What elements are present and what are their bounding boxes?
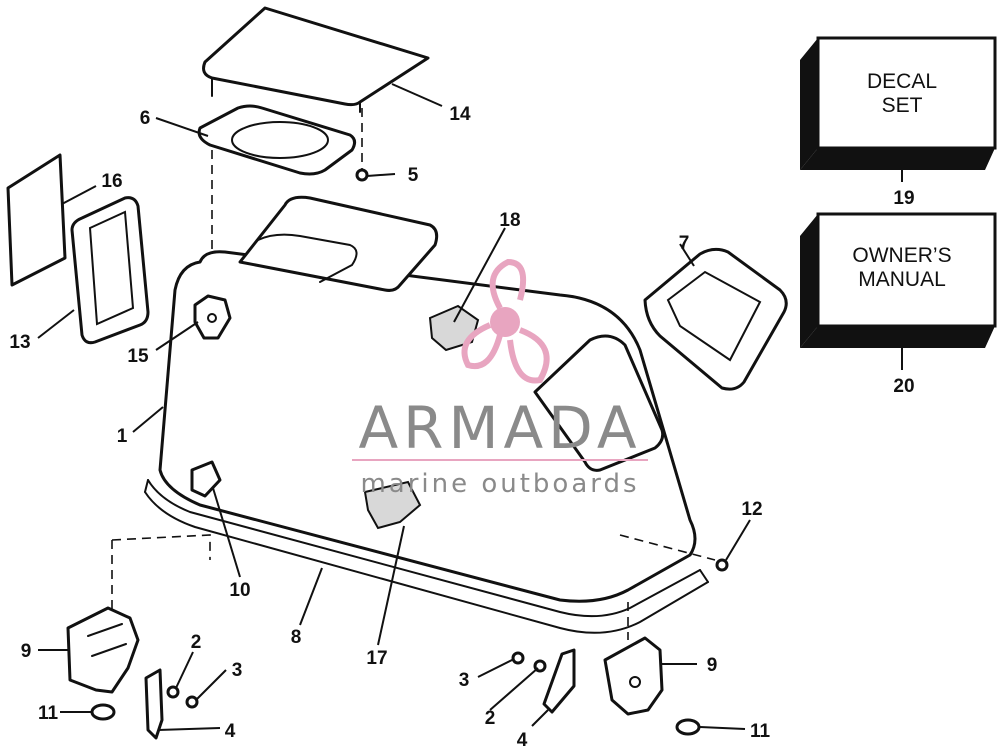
callout-19: 19 xyxy=(893,188,914,209)
rear-window xyxy=(643,247,788,391)
callout-9-right: 9 xyxy=(707,655,718,676)
callout-20: 20 xyxy=(893,376,914,397)
callout-17: 17 xyxy=(366,648,387,669)
top-vent-cover xyxy=(202,6,430,113)
callout-14: 14 xyxy=(449,104,471,125)
gasket-sheet xyxy=(6,153,67,287)
engine-cover xyxy=(144,195,709,634)
leader-lines xyxy=(37,83,903,731)
callout-15: 15 xyxy=(127,346,149,367)
callout-13: 13 xyxy=(9,332,30,353)
callout-11-right: 11 xyxy=(750,721,771,742)
callout-6: 6 xyxy=(140,108,151,129)
drain-plug-right xyxy=(675,718,701,736)
callout-9-left: 9 xyxy=(21,641,32,662)
side-grommet xyxy=(193,294,232,340)
callout-2-left: 2 xyxy=(191,632,202,653)
owners-manual-box xyxy=(800,212,997,348)
side-frame xyxy=(70,196,150,345)
decal-set-box xyxy=(800,36,997,170)
decal-set-line1: DECAL xyxy=(867,70,937,93)
watermark-tagline: marine outboards xyxy=(360,469,639,499)
callout-3-right: 3 xyxy=(459,670,470,691)
foam-patch-lower xyxy=(363,480,422,530)
callout-3-left: 3 xyxy=(232,660,243,681)
latch-grommet xyxy=(190,460,222,498)
callout-4-left: 4 xyxy=(225,721,236,742)
callout-1: 1 xyxy=(117,426,128,447)
callout-4-right: 4 xyxy=(517,730,528,750)
hardware-right xyxy=(511,648,576,714)
vent-plate xyxy=(197,104,357,176)
rear-screw xyxy=(715,558,729,572)
decal-set-line2: SET xyxy=(882,94,923,117)
drain-plug-left xyxy=(90,703,116,721)
callout-5: 5 xyxy=(408,165,419,186)
callout-11-left: 11 xyxy=(38,703,59,724)
callout-10: 10 xyxy=(229,580,250,601)
callout-12: 12 xyxy=(741,499,762,520)
callout-7: 7 xyxy=(679,233,690,254)
owners-manual-line1: OWNER’S xyxy=(852,244,951,267)
hardware-left xyxy=(144,668,199,740)
callout-16: 16 xyxy=(101,171,122,192)
propeller-icon xyxy=(461,258,550,384)
latch-bracket-right xyxy=(603,636,664,716)
watermark-brand: ARMADA xyxy=(358,394,641,462)
latch-bracket-left xyxy=(66,606,140,694)
owners-manual-line2: MANUAL xyxy=(858,268,946,291)
callout-2-right: 2 xyxy=(485,708,496,729)
vent-screw xyxy=(355,168,369,182)
callout-8: 8 xyxy=(291,627,302,648)
callout-18: 18 xyxy=(499,210,520,231)
